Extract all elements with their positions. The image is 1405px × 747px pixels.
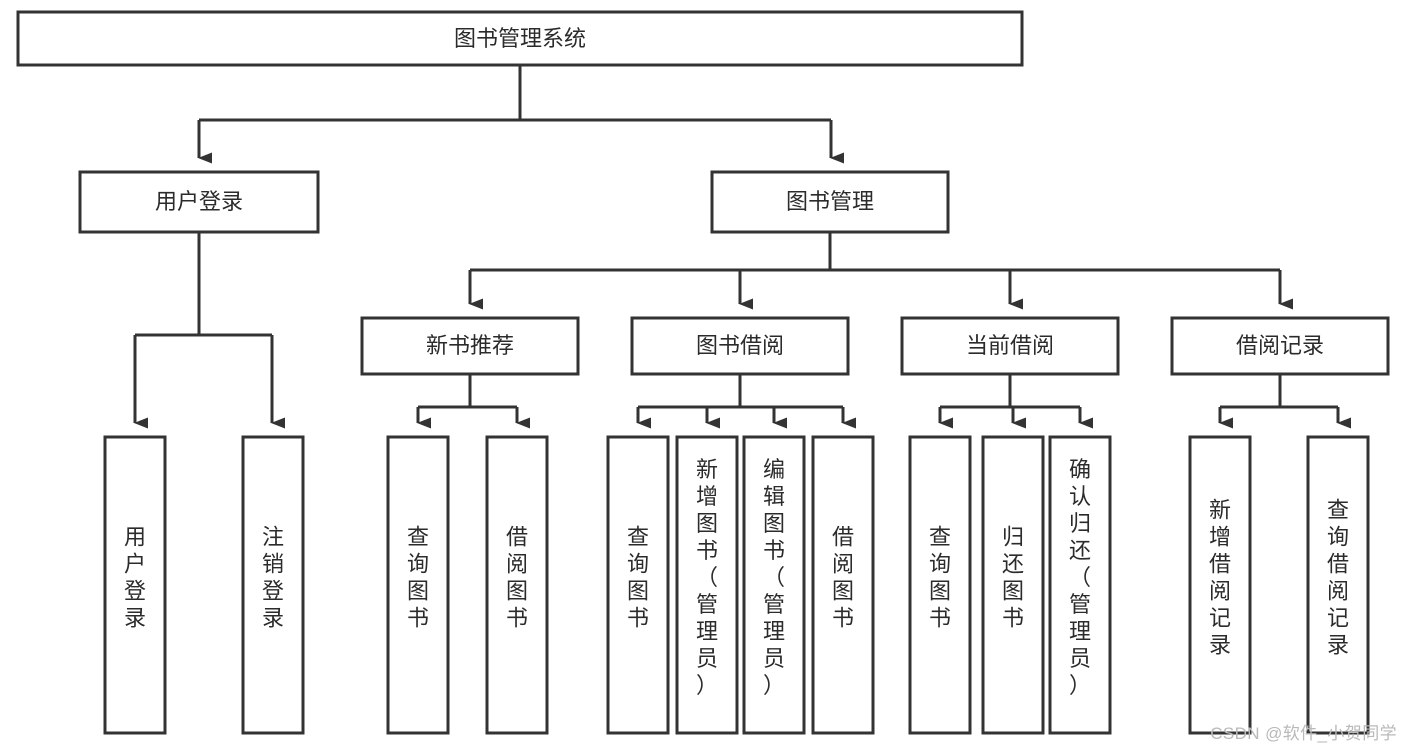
node-current-borrow-label: 当前借阅 [966, 333, 1054, 358]
node-leaf-confirm-return-label: 确认归还（管理员） [1069, 457, 1091, 698]
node-leaf-add-record[interactable]: 新增借阅记录 [1188, 435, 1252, 735]
node-book-borrow[interactable]: 图书借阅 [630, 316, 850, 376]
node-leaf-query-book-1-label: 查询图书 [407, 525, 429, 631]
node-book-manage[interactable]: 图书管理 [710, 170, 950, 234]
node-leaf-logout[interactable]: 注销登录 [241, 435, 305, 735]
node-user-login-label: 用户登录 [155, 189, 243, 214]
node-root-label: 图书管理系统 [454, 26, 586, 51]
node-book-borrow-box[interactable] [630, 316, 850, 376]
node-leaf-query-book-1[interactable]: 查询图书 [386, 435, 450, 735]
node-book-borrow-label: 图书借阅 [696, 333, 784, 358]
node-current-borrow[interactable]: 当前借阅 [900, 316, 1120, 376]
node-leaf-user-login-box[interactable] [103, 435, 167, 735]
node-leaf-query-record-label: 查询借阅记录 [1327, 498, 1349, 658]
node-borrow-record[interactable]: 借阅记录 [1170, 316, 1390, 376]
node-borrow-record-box[interactable] [1170, 316, 1390, 376]
node-leaf-logout-box[interactable] [241, 435, 305, 735]
node-root-box[interactable] [16, 10, 1024, 67]
node-leaf-return-book-box[interactable] [981, 435, 1045, 735]
node-leaf-borrow-book-2[interactable]: 借阅图书 [811, 435, 875, 735]
node-root[interactable]: 图书管理系统 [16, 10, 1024, 67]
node-leaf-user-login[interactable]: 用户登录 [103, 435, 167, 735]
node-leaf-query-book-3-box[interactable] [908, 435, 972, 735]
node-new-book-rec-label: 新书推荐 [426, 333, 514, 358]
node-leaf-query-book-2[interactable]: 查询图书 [606, 435, 670, 735]
node-leaf-borrow-book-2-label: 借阅图书 [832, 525, 854, 631]
node-leaf-borrow-book-2-box[interactable] [811, 435, 875, 735]
node-user-login[interactable]: 用户登录 [78, 170, 320, 234]
node-book-manage-label: 图书管理 [786, 189, 874, 214]
node-leaf-logout-label: 注销登录 [262, 525, 284, 631]
node-leaf-edit-book[interactable]: 编辑图书（管理员） [742, 435, 806, 735]
node-current-borrow-box[interactable] [900, 316, 1120, 376]
node-leaf-user-login-label: 用户登录 [124, 525, 146, 631]
node-leaf-borrow-book-1-label: 借阅图书 [506, 525, 528, 631]
node-leaf-query-book-2-label: 查询图书 [627, 525, 649, 631]
leaf-node-layer: 用户登录 注销登录 查询图书 借阅图书 查询图书 新增图书（管理员） [103, 435, 1370, 735]
node-leaf-return-book[interactable]: 归还图书 [981, 435, 1045, 735]
node-leaf-add-book-box[interactable] [675, 435, 739, 735]
node-leaf-edit-book-box[interactable] [742, 435, 806, 735]
node-new-book-rec-box[interactable] [360, 316, 580, 376]
node-new-book-rec[interactable]: 新书推荐 [360, 316, 580, 376]
node-leaf-edit-book-label: 编辑图书（管理员） [763, 457, 785, 698]
node-leaf-query-book-3[interactable]: 查询图书 [908, 435, 972, 735]
node-book-manage-box[interactable] [710, 170, 950, 234]
node-leaf-query-book-1-box[interactable] [386, 435, 450, 735]
node-borrow-record-label: 借阅记录 [1236, 333, 1324, 358]
node-leaf-query-record-box[interactable] [1306, 435, 1370, 735]
node-user-login-box[interactable] [78, 170, 320, 234]
node-leaf-confirm-return-box[interactable] [1048, 435, 1112, 735]
node-leaf-borrow-book-1-box[interactable] [485, 435, 549, 735]
node-leaf-borrow-book-1[interactable]: 借阅图书 [485, 435, 549, 735]
node-leaf-query-record[interactable]: 查询借阅记录 [1306, 435, 1370, 735]
node-leaf-return-book-label: 归还图书 [1002, 525, 1024, 631]
node-leaf-add-record-label: 新增借阅记录 [1209, 498, 1231, 658]
node-leaf-add-book[interactable]: 新增图书（管理员） [675, 435, 739, 735]
node-leaf-query-book-3-label: 查询图书 [929, 525, 951, 631]
node-leaf-confirm-return[interactable]: 确认归还（管理员） [1048, 435, 1112, 735]
node-leaf-query-book-2-box[interactable] [606, 435, 670, 735]
connector-layer [133, 65, 1351, 429]
node-leaf-add-record-box[interactable] [1188, 435, 1252, 735]
node-leaf-add-book-label: 新增图书（管理员） [696, 457, 718, 698]
